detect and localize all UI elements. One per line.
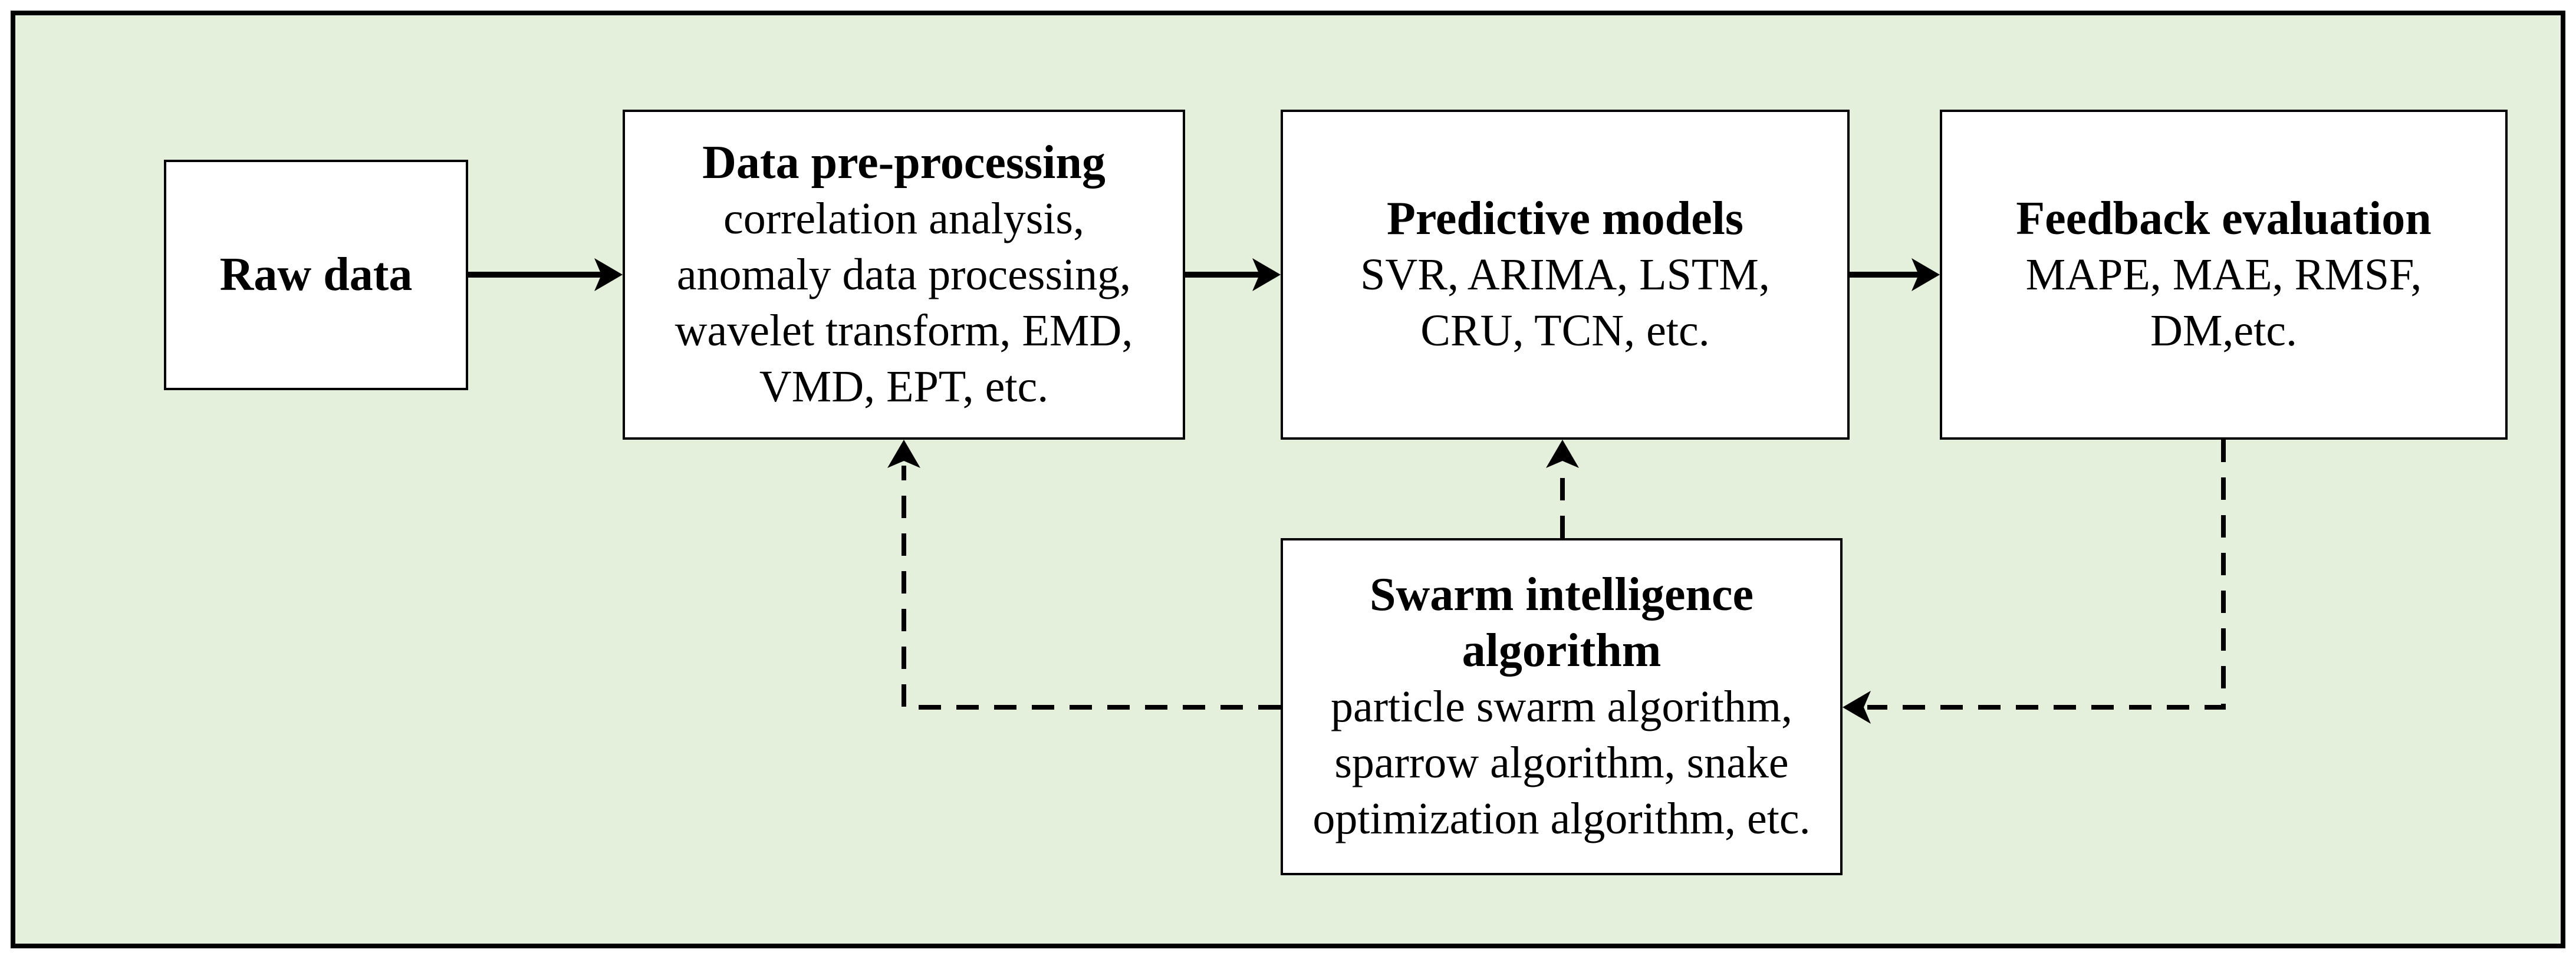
feedback-evaluation-line: DM,etc.	[2150, 305, 2298, 355]
predictive-models-box: Predictive models SVR, ARIMA, LSTM, CRU,…	[1281, 110, 1850, 440]
arrow-raw-to-preprocessing	[467, 258, 623, 291]
raw-data-title: Raw data	[219, 249, 413, 301]
predictive-models-line: CRU, TCN, etc.	[1420, 305, 1710, 355]
dashed-arrow-feedback-to-swarm	[1843, 440, 2226, 724]
arrow-preprocessing-to-models	[1185, 258, 1281, 291]
swarm-intelligence-line: sparrow algorithm, snake	[1334, 737, 1789, 787]
data-preprocessing-line: anomaly data processing,	[676, 249, 1131, 299]
swarm-intelligence-line: particle swarm algorithm,	[1331, 681, 1792, 731]
data-preprocessing-line: correlation analysis,	[723, 193, 1084, 243]
data-preprocessing-line: VMD, EPT, etc.	[759, 361, 1049, 411]
predictive-models-title: Predictive models	[1386, 192, 1744, 245]
swarm-intelligence-title: Swarm intelligence	[1370, 568, 1753, 621]
data-preprocessing-line: wavelet transform, EMD,	[675, 305, 1133, 355]
dashed-arrow-swarm-to-models	[1546, 440, 1579, 538]
arrow-models-to-feedback	[1850, 258, 1940, 291]
swarm-intelligence-title: algorithm	[1462, 624, 1662, 677]
dashed-arrow-swarm-to-preprocessing	[887, 440, 1281, 710]
predictive-models-line: SVR, ARIMA, LSTM,	[1360, 249, 1770, 299]
swarm-intelligence-box: Swarm intelligence algorithm particle sw…	[1281, 538, 1843, 875]
feedback-evaluation-line: MAPE, MAE, RMSF,	[2025, 249, 2422, 299]
data-preprocessing-title: Data pre-processing	[702, 136, 1106, 189]
raw-data-box: Raw data	[164, 160, 468, 390]
swarm-intelligence-line: optimization algorithm, etc.	[1312, 793, 1811, 843]
data-preprocessing-box: Data pre-processing correlation analysis…	[623, 110, 1185, 440]
feedback-evaluation-box: Feedback evaluation MAPE, MAE, RMSF, DM,…	[1940, 110, 2508, 440]
feedback-evaluation-title: Feedback evaluation	[2016, 192, 2432, 245]
